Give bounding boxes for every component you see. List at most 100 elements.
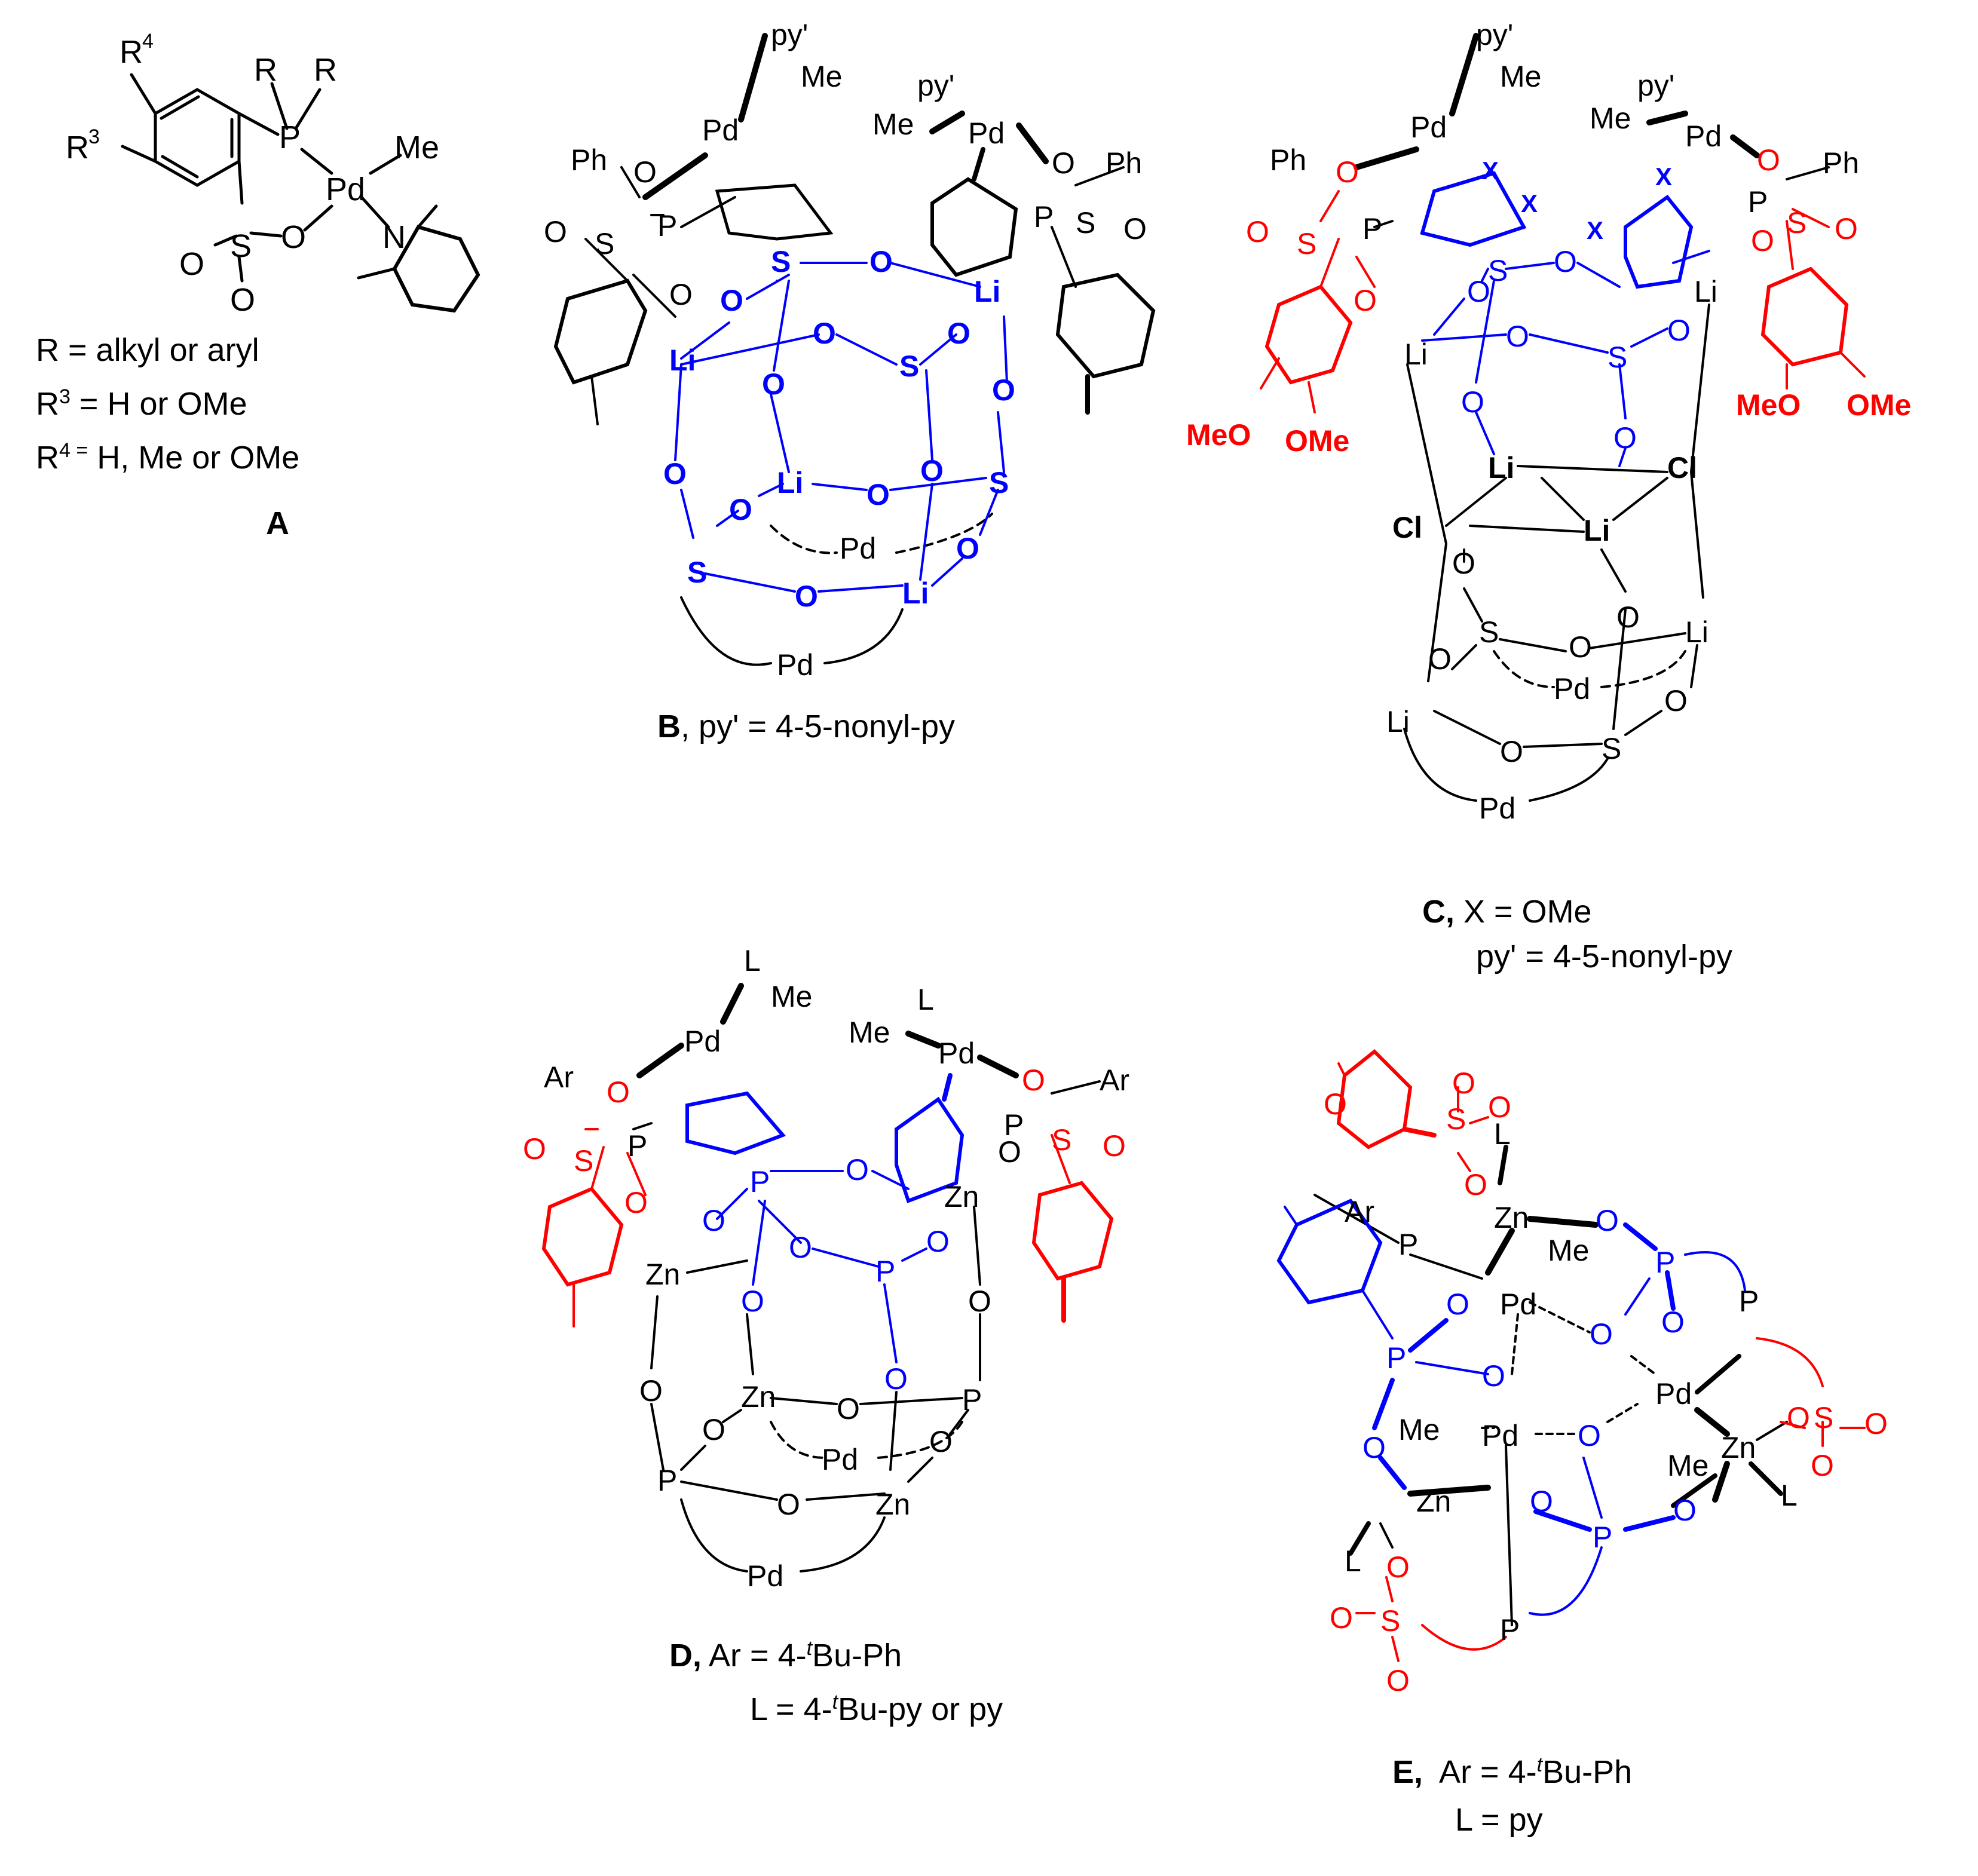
structure-a-r4-bond (130, 73, 157, 115)
b-atom-o-cage-4: O (947, 317, 970, 350)
d-p-o-bottom (680, 1480, 778, 1501)
structure-a-legend-line-1: R = alkyl or aryl (36, 332, 259, 368)
c-s-o-bottom-right (1624, 710, 1662, 736)
c-atom-li-low-left: Li (1386, 705, 1410, 738)
c-so-double-left (1319, 190, 1340, 222)
d-p-o-low (680, 1445, 706, 1471)
e-ring-red-methyl (1337, 1062, 1346, 1077)
c-cl-li-right-low (1690, 471, 1704, 599)
d-atom-p-left: P (627, 1129, 647, 1163)
e-atom-o-blue-8: O (1673, 1494, 1697, 1527)
e-atom-pd-right: Pd (1655, 1377, 1692, 1411)
b-atom-o-cage-3: O (813, 317, 836, 350)
d-atom-o-mid: O (837, 1392, 860, 1426)
c-atom-s-left: S (1297, 227, 1316, 260)
b-ring-center-left (715, 183, 834, 241)
d-atom-pd-bottom: Pd (747, 1559, 783, 1593)
d-atom-o-left: O (607, 1075, 630, 1109)
d-o-p-1 (716, 1188, 748, 1220)
structure-a-legend-line-2: R3 = H or OMe (36, 385, 247, 422)
c-pd-py-bond (1449, 33, 1479, 117)
b-atom-o-cage-5: O (762, 367, 785, 401)
b-atom-ph-right: Ph (1106, 146, 1142, 180)
e-zn-o-bottom-l (1379, 1522, 1394, 1549)
b-pd-arc-right (823, 608, 904, 664)
b-atom-o-cage-11: O (956, 532, 979, 565)
e-o-zn-blue (1378, 1455, 1407, 1490)
e-zn-o-right (1756, 1421, 1788, 1441)
c-ring-center-right (1624, 194, 1694, 289)
d-atom-ar-right: Ar (1100, 1063, 1129, 1097)
c-atom-o-right: O (1757, 143, 1780, 177)
d-pd-arc-left (680, 1498, 748, 1572)
d-tolyl-left (541, 1187, 624, 1287)
b-li-o-8 (812, 483, 868, 491)
c-atom-li-mid-2: Li (1584, 514, 1610, 547)
d-p-o-7 (758, 1200, 802, 1244)
a-caption-label: A (266, 505, 289, 541)
structure-a-ring-double-1 (160, 95, 200, 120)
e-caption-line1-post: Bu-Ph (1542, 1754, 1633, 1790)
e-atom-p-blue-low: P (1593, 1521, 1612, 1554)
e-caption-label: E, (1392, 1754, 1423, 1790)
e-zn-l-right (1749, 1461, 1783, 1496)
e-o-p-blue-low-1 (1582, 1457, 1603, 1519)
e-atom-pd-top: Pd (1500, 1288, 1536, 1321)
c-atom-o-low-3: O (1569, 630, 1592, 664)
c-caption-line1-rest: X = OMe (1455, 894, 1592, 930)
b-o-li-7 (758, 483, 784, 497)
e-p-p-arc-blue-low (1529, 1546, 1603, 1616)
e-o-pd-dash-3 (1606, 1403, 1639, 1423)
e-atom-p-bottom: P (1500, 1613, 1520, 1647)
structure-a-r-bond-2 (294, 88, 321, 130)
e-p-p-arc-blue (1684, 1251, 1746, 1292)
c-li-o-3 (1421, 333, 1507, 342)
c-li-cl-diag-2 (1612, 477, 1668, 521)
c-s-o-bottom (1499, 638, 1567, 652)
d-o-p-low (859, 1397, 963, 1405)
atom-pd: Pd (326, 171, 365, 207)
c-atom-x-2: X (1521, 189, 1538, 217)
d-atom-zn-mid: Zn (741, 1380, 776, 1414)
structure-a-caption: A (266, 505, 289, 542)
d-atom-me-right: Me (849, 1016, 890, 1049)
e-p-s-arc-red (1756, 1337, 1824, 1387)
e-ar-p-bond (1313, 1194, 1400, 1244)
c-li-li-diag (1541, 477, 1585, 521)
d-caption-line1-sup: t (806, 1637, 813, 1660)
e-atom-ar: Ar (1345, 1195, 1374, 1228)
c-atom-x-1: X (1482, 157, 1499, 185)
e-atom-o-blue-2: O (1661, 1305, 1685, 1339)
b-so-bond (632, 274, 676, 318)
e-p-pd-bond (1409, 1253, 1483, 1280)
c-li-o-bottom (1433, 710, 1501, 745)
structure-b-caption: B, py' = 4-5-nonyl-py (657, 708, 955, 745)
d-caption-line2-pre: L = 4- (750, 1691, 832, 1727)
e-ring-red (1336, 1049, 1413, 1149)
b-s-o-4 (919, 333, 957, 366)
b-atom-ph-left: Ph (571, 143, 607, 177)
d-o-ring-right (871, 1170, 910, 1190)
c-atom-pd-bottom: Pd (1479, 792, 1515, 825)
b-s-tolyl-right (1051, 226, 1077, 288)
d-atom-o-so-left: O (523, 1132, 546, 1166)
e-atom-l-top: L (1494, 1117, 1511, 1151)
d-zn-o-1 (686, 1259, 748, 1274)
c-o-li-vert (1690, 644, 1698, 688)
b-atom-me-top: Me (801, 60, 842, 93)
d-s-ring-left (590, 1146, 605, 1190)
atom-p: P (279, 119, 301, 155)
b-atom-o-cage-9: O (920, 454, 944, 488)
b-atom-o-right: O (1052, 146, 1075, 180)
d-atom-zn-right: Zn (944, 1180, 979, 1213)
c-ring-li-right (1672, 250, 1710, 264)
b-atom-o-left: O (633, 155, 657, 189)
b-o-s-3 (835, 333, 898, 366)
c-atom-x-4: X (1655, 163, 1672, 191)
d-caption-line1-post: Bu-Ph (812, 1638, 902, 1673)
e-pd-p-right (1695, 1354, 1741, 1394)
b-pd-o-bond (642, 152, 708, 200)
b-atom-s-cage-2: S (899, 350, 919, 383)
structure-a-pd-n-bond (360, 195, 390, 229)
